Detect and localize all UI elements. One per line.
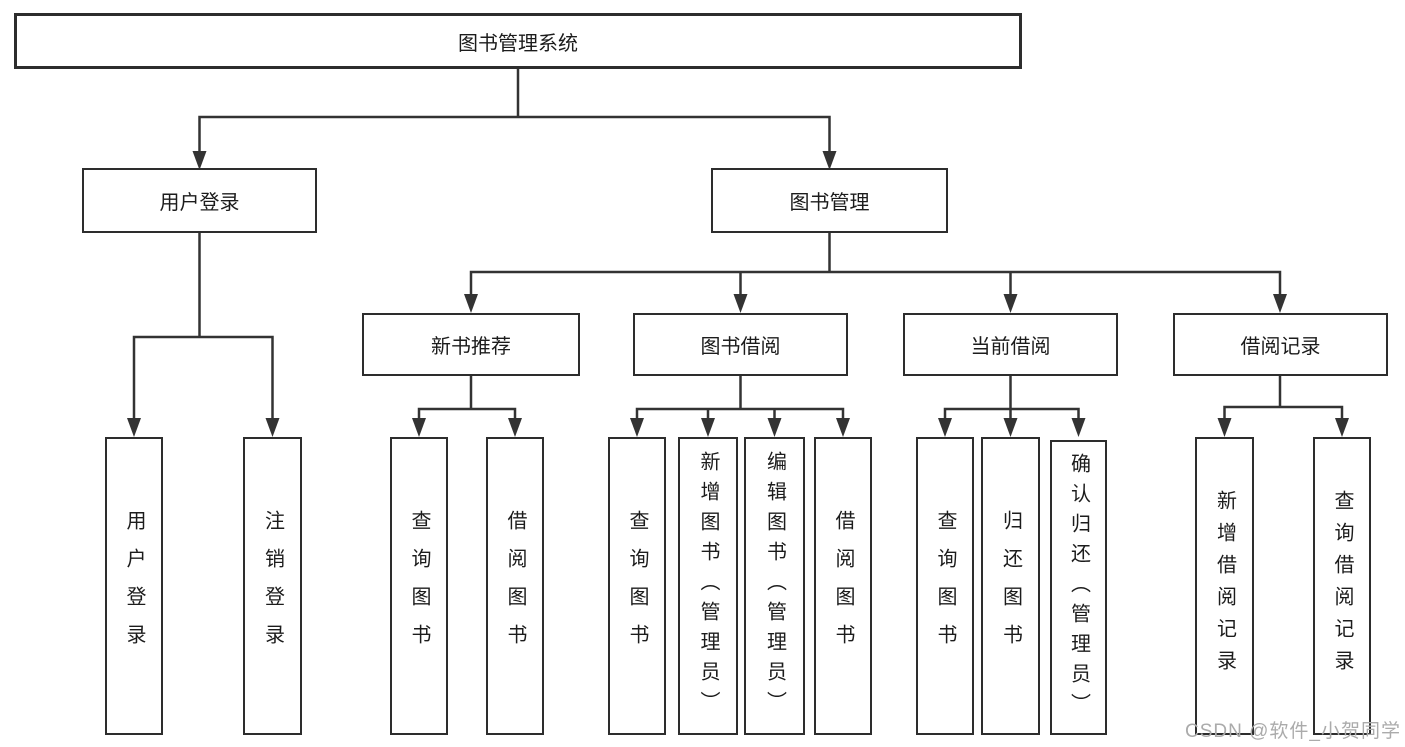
node-library-system-label: 图书管理系统: [458, 32, 578, 55]
leaf-borrow-books-1-label: 借阅图书: [504, 510, 526, 662]
node-book-borrowing: 图书借阅: [633, 313, 848, 376]
leaf-query-books-2-label: 查询图书: [626, 510, 648, 662]
connector-new-book-recommend-children: [412, 374, 522, 437]
node-new-book-recommend-label: 新书推荐: [431, 336, 511, 358]
node-book-management-label: 图书管理: [789, 192, 870, 214]
leaf-query-borrow-record-label: 查询借阅记录: [1331, 490, 1353, 682]
leaf-confirm-return-admin-label: 确认归还（管理员）: [1067, 452, 1090, 723]
connector-current-borrowing-children: [938, 374, 1086, 437]
leaf-return-books-label: 归还图书: [999, 510, 1022, 662]
node-user-login: 用户登录: [82, 168, 317, 233]
leaf-query-books-3: 查询图书: [916, 437, 974, 735]
leaf-edit-books-admin: 编辑图书（管理员）: [744, 437, 805, 735]
connector-book-management-children: [464, 231, 1287, 313]
node-borrowing-records: 借阅记录: [1173, 313, 1388, 376]
leaf-query-books-3-label: 查询图书: [934, 510, 956, 662]
leaf-add-borrow-record-label: 新增借阅记录: [1213, 490, 1236, 682]
leaf-query-books-1: 查询图书: [390, 437, 448, 735]
node-book-management: 图书管理: [711, 168, 948, 233]
connector-user-login-children: [127, 231, 280, 437]
node-book-borrowing-label: 图书借阅: [700, 336, 781, 358]
leaf-borrow-books-2: 借阅图书: [814, 437, 872, 735]
csdn-watermark: CSDN @软件_小贺同学: [1185, 721, 1401, 742]
connector-root-to-level2: [192, 67, 837, 170]
leaf-add-books-admin: 新增图书（管理员）: [678, 437, 738, 735]
node-user-login-label: 用户登录: [159, 192, 240, 214]
connector-book-borrowing-children: [630, 374, 850, 437]
leaf-logout: 注销登录: [243, 437, 302, 735]
node-current-borrowing-label: 当前借阅: [970, 336, 1051, 358]
leaf-confirm-return-admin: 确认归还（管理员）: [1050, 440, 1107, 735]
leaf-query-borrow-record: 查询借阅记录: [1313, 437, 1371, 735]
leaf-add-books-admin-label: 新增图书（管理员）: [697, 451, 719, 721]
leaf-user-login-label: 用户登录: [123, 510, 145, 662]
leaf-edit-books-admin-label: 编辑图书（管理员）: [763, 451, 786, 721]
node-library-system: 图书管理系统: [14, 13, 1022, 69]
leaf-add-borrow-record: 新增借阅记录: [1195, 437, 1254, 735]
leaf-borrow-books-1: 借阅图书: [486, 437, 544, 735]
leaf-query-books-2: 查询图书: [608, 437, 666, 735]
connector-borrowing-records-children: [1217, 374, 1349, 437]
node-new-book-recommend: 新书推荐: [362, 313, 580, 376]
node-current-borrowing: 当前借阅: [903, 313, 1118, 376]
leaf-logout-label: 注销登录: [261, 510, 284, 662]
leaf-query-books-1-label: 查询图书: [408, 510, 430, 662]
leaf-borrow-books-2-label: 借阅图书: [832, 510, 854, 662]
leaf-return-books: 归还图书: [981, 437, 1040, 735]
leaf-user-login: 用户登录: [105, 437, 163, 735]
node-borrowing-records-label: 借阅记录: [1240, 336, 1321, 358]
